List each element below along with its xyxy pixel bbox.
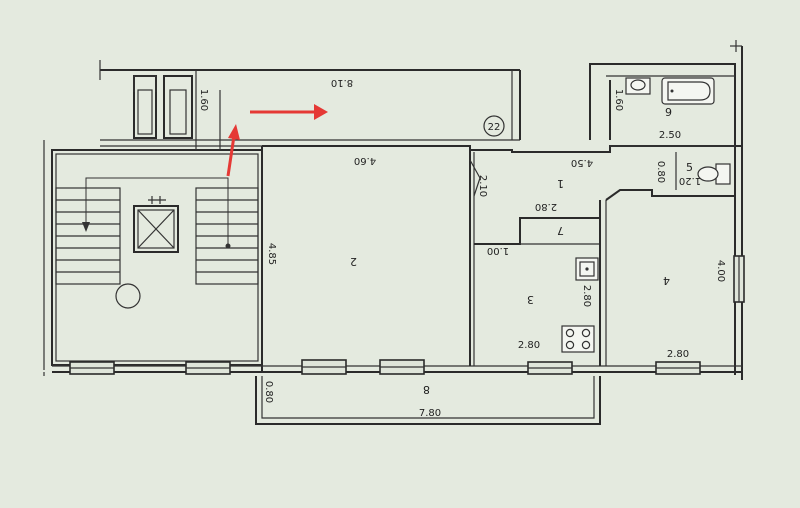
room-numbers: 2 1 3 4 5 6 7 8 bbox=[350, 105, 693, 396]
room-number-1: 1 bbox=[557, 177, 564, 190]
stair-flight-right bbox=[195, 187, 259, 285]
bathtub-icon bbox=[661, 77, 715, 105]
dimension-label: 4.50 bbox=[571, 157, 593, 168]
room-number-6: 6 bbox=[665, 105, 672, 118]
interior-walls bbox=[469, 75, 735, 366]
sink-icon bbox=[575, 257, 599, 281]
dimension-label: 2.80 bbox=[581, 285, 592, 307]
room-number-5: 5 bbox=[686, 161, 693, 174]
dimension-label: 2.50 bbox=[659, 130, 681, 141]
dimension-label: 1.60 bbox=[198, 89, 209, 111]
stairwell-walls bbox=[51, 149, 263, 366]
dimension-label: 2.80 bbox=[518, 340, 540, 351]
room-number-2: 2 bbox=[350, 255, 357, 268]
room-number-8: 8 bbox=[423, 383, 430, 396]
stairwell bbox=[43, 60, 520, 370]
washbasin-icon bbox=[625, 77, 651, 95]
dimension-label: 0.80 bbox=[655, 161, 666, 183]
dimension-label: 4.85 bbox=[266, 243, 277, 265]
windows bbox=[69, 255, 745, 375]
column-icon bbox=[115, 283, 141, 309]
elevator-icon bbox=[133, 196, 179, 253]
dimension-label: 1.60 bbox=[613, 89, 624, 111]
toilet-icon bbox=[697, 163, 731, 185]
dimension-label: 2.80 bbox=[535, 201, 557, 212]
stair-arrow-icon bbox=[85, 177, 229, 246]
dimension-label: 4.60 bbox=[354, 155, 376, 166]
dimension-label: 2.10 bbox=[477, 175, 488, 197]
dimension-label: 0.80 bbox=[263, 381, 274, 403]
dimension-label: 2.80 bbox=[667, 349, 689, 360]
tag-marker: 22 bbox=[483, 115, 505, 137]
fixtures bbox=[561, 77, 731, 353]
room-number-3: 3 bbox=[527, 293, 534, 306]
dimension-label: 4.00 bbox=[715, 260, 726, 282]
dimension-label: 1.00 bbox=[487, 245, 509, 256]
room-number-4: 4 bbox=[663, 274, 670, 287]
vent-shafts bbox=[133, 75, 193, 139]
balcony bbox=[255, 376, 601, 425]
tag-label: 22 bbox=[488, 122, 501, 133]
dimensions: 8.10 1.60 4.60 4.50 2.10 2.80 1.00 4.85 … bbox=[198, 77, 726, 419]
dimension-label: 8.10 bbox=[331, 77, 353, 88]
room-number-7: 7 bbox=[557, 224, 564, 237]
dimension-label: 1.20 bbox=[679, 175, 701, 186]
stair-arrow-head bbox=[82, 222, 90, 232]
dimension-label: 7.80 bbox=[419, 408, 441, 419]
stove-icon bbox=[561, 325, 595, 353]
entry-arrow-icon bbox=[226, 104, 328, 177]
stair-flight-left bbox=[55, 187, 121, 285]
